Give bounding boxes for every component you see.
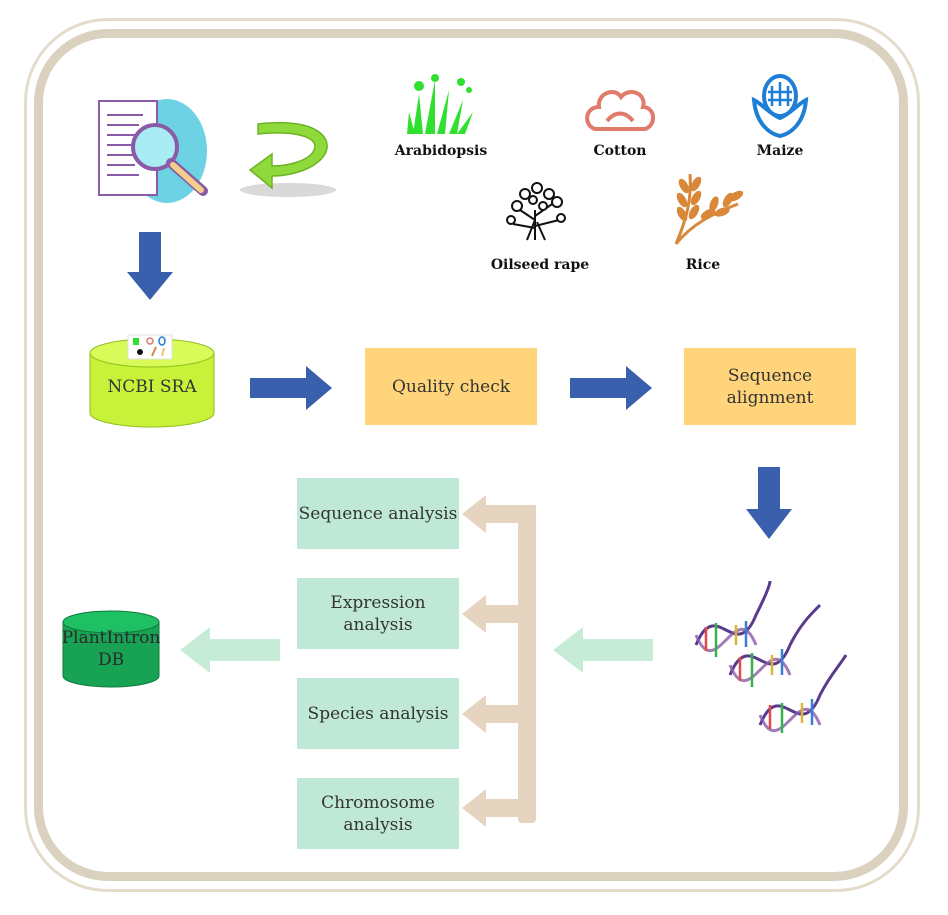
species-thumbnail-icon (127, 334, 173, 360)
arabidopsis-label: Arabidopsis (394, 143, 488, 159)
chromosome-analysis-line2: analysis (343, 814, 413, 835)
rice-label: Rice (685, 257, 721, 273)
analysis-bracket (462, 495, 536, 827)
species-analysis-box: Species analysis (297, 678, 459, 749)
quality-check-box: Quality check (365, 348, 537, 425)
right-arrow-2 (570, 366, 652, 410)
sequence-analysis-box: Sequence analysis (297, 478, 459, 549)
rice-icon (674, 173, 744, 245)
left-arrow-1 (553, 627, 653, 673)
right-arrow-1 (250, 366, 332, 410)
left-arrow-2 (180, 627, 280, 673)
document-search-icon (98, 99, 208, 203)
arabidopsis-icon (407, 74, 473, 134)
return-arrow-icon (240, 121, 336, 197)
expression-analysis-box: Expression analysis (297, 578, 459, 649)
ncbi-sra-label: NCBI SRA (107, 377, 197, 397)
cotton-label: Cotton (593, 143, 647, 159)
oilseed-rape-icon (506, 182, 566, 241)
chromosome-analysis-box: Chromosome analysis (297, 778, 459, 849)
maize-label: Maize (756, 143, 804, 159)
db-label-line2: DB (97, 650, 125, 670)
plantintron-db-cylinder (62, 610, 160, 688)
plantintron-db-label: PlantIntron DB (61, 624, 161, 674)
chromosome-analysis-line1: Chromosome (321, 792, 435, 813)
down-arrow-right (746, 467, 792, 539)
dna-icon (694, 580, 848, 733)
down-arrow (127, 232, 173, 300)
ncbi-sra-cylinder (89, 338, 215, 428)
sequence-alignment-box: Sequence alignment (684, 348, 856, 425)
cotton-icon (585, 90, 655, 131)
oilseed-rape-label: Oilseed rape (490, 257, 590, 273)
db-label-line1: PlantIntron (61, 628, 161, 648)
maize-icon (751, 74, 809, 139)
